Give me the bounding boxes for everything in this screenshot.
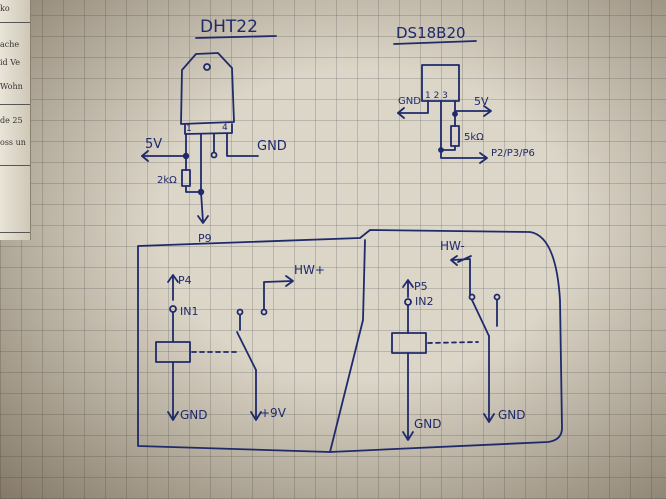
ds18b20-title-underline (393, 40, 477, 45)
dht22-pin4-label: 4 (222, 123, 228, 133)
relay-left-switch-out (260, 308, 268, 316)
relay-left-out-label: HW+ (294, 263, 325, 277)
dht22-base (184, 123, 233, 135)
dht22-signal-wire (200, 191, 204, 223)
relay-right-gnd-label-2: GND (498, 408, 526, 422)
ds18b20-vcc-label: 5V (474, 95, 489, 108)
relay-right-coil (391, 332, 427, 354)
relay-left-switch-blade (236, 331, 257, 371)
relay-board-outline (137, 229, 563, 453)
relay-left-out-wire (263, 280, 293, 310)
relay-right-switch-blade (471, 299, 490, 337)
relay-right-control-arrow (402, 279, 414, 288)
relay-right-control-label: P5 (414, 280, 428, 293)
ds18b20-junction-data (438, 147, 444, 153)
ds18b20-section: DS18B20 1 2 3 GND 5V 5kΩ P2/P3/P6 (393, 24, 535, 164)
dht22-5v-arrow (141, 150, 149, 162)
ds18b20-data-wire (440, 100, 487, 159)
dht22-pin1-label: 1 (186, 124, 192, 134)
dht22-title-underline (195, 35, 277, 39)
dht22-pin4-wire (226, 133, 259, 157)
ds18b20-signal-label: P2/P3/P6 (491, 148, 535, 159)
relay-right-out-label: HW- (440, 239, 465, 253)
relay-right-gnd-arrow (402, 431, 414, 441)
dht22-resistor-label: 2kΩ (157, 175, 177, 186)
dht22-resistor-lead-bottom (185, 185, 202, 193)
relay-left-coil (155, 341, 191, 363)
dht22-gnd-label: GND (257, 139, 287, 154)
dht22-resistor (181, 169, 191, 187)
side-page-fragment: ko ache id Ve Wohn de 25 oss un (0, 0, 31, 240)
side-text-4: Wohn (0, 82, 23, 91)
side-text-2: ache (0, 40, 20, 49)
dht22-section: DHT22 1 4 5V GND 2kΩ P9 (141, 17, 287, 245)
ds18b20-gnd-label: GND (398, 96, 421, 107)
relay-right-out-wire (451, 258, 471, 296)
ds18b20-pin-labels: 1 2 3 (425, 91, 448, 101)
relay-right-gnd-label: GND (414, 417, 442, 431)
relay-right-switch-out (468, 293, 476, 301)
relay-board-divider (329, 239, 366, 453)
relay-right-out-head (450, 255, 458, 266)
dht22-mount-hole (203, 63, 211, 71)
relay-left-input-label: IN1 (180, 305, 198, 318)
side-text-6: oss un (0, 138, 26, 147)
relay-left-switch-no (236, 308, 244, 316)
relay-left-control-arrow (167, 274, 179, 283)
relay-left-control-label: P4 (178, 274, 192, 287)
relay-left-supply-arrow (250, 411, 262, 421)
relay-right-input-label: IN2 (415, 295, 433, 308)
relay-left-gnd-arrow (167, 411, 179, 421)
dht22-signal-arrow (197, 215, 209, 224)
relay-right-gnd-arrow-2 (483, 413, 495, 423)
dht22-signal-label: P9 (198, 232, 212, 245)
ds18b20-resistor (450, 125, 460, 147)
dht22-title: DHT22 (200, 17, 258, 37)
relay-left-supply-label: +9V (260, 406, 287, 420)
ds18b20-title: DS18B20 (396, 24, 466, 42)
relay-left: P4 IN1 GND +9V HW+ (155, 263, 325, 422)
dht22-body (180, 52, 235, 125)
side-text-5: de 25 (0, 116, 23, 125)
ds18b20-gnd-wire (397, 100, 429, 114)
ds18b20-data-arrow (479, 152, 488, 164)
relay-right: P5 IN2 GND HW- GND (391, 239, 526, 441)
ds18b20-resistor-label: 5kΩ (464, 132, 484, 143)
relay-right-linkage (427, 341, 479, 344)
ds18b20-vcc-wire (454, 100, 491, 112)
relay-right-switch-no (493, 293, 501, 301)
dht22-pin3-end (210, 151, 218, 159)
dht22-5v-label: 5V (145, 137, 162, 152)
side-text-3: id Ve (0, 58, 20, 67)
relay-left-out-arrow (285, 275, 294, 287)
ds18b20-vcc-arrow (483, 105, 492, 117)
ds18b20-gnd-arrow (397, 107, 405, 119)
side-text-1: ko (0, 4, 10, 13)
ds18b20-resistor-lead-bottom (440, 145, 456, 151)
relay-left-gnd-label: GND (180, 408, 208, 422)
